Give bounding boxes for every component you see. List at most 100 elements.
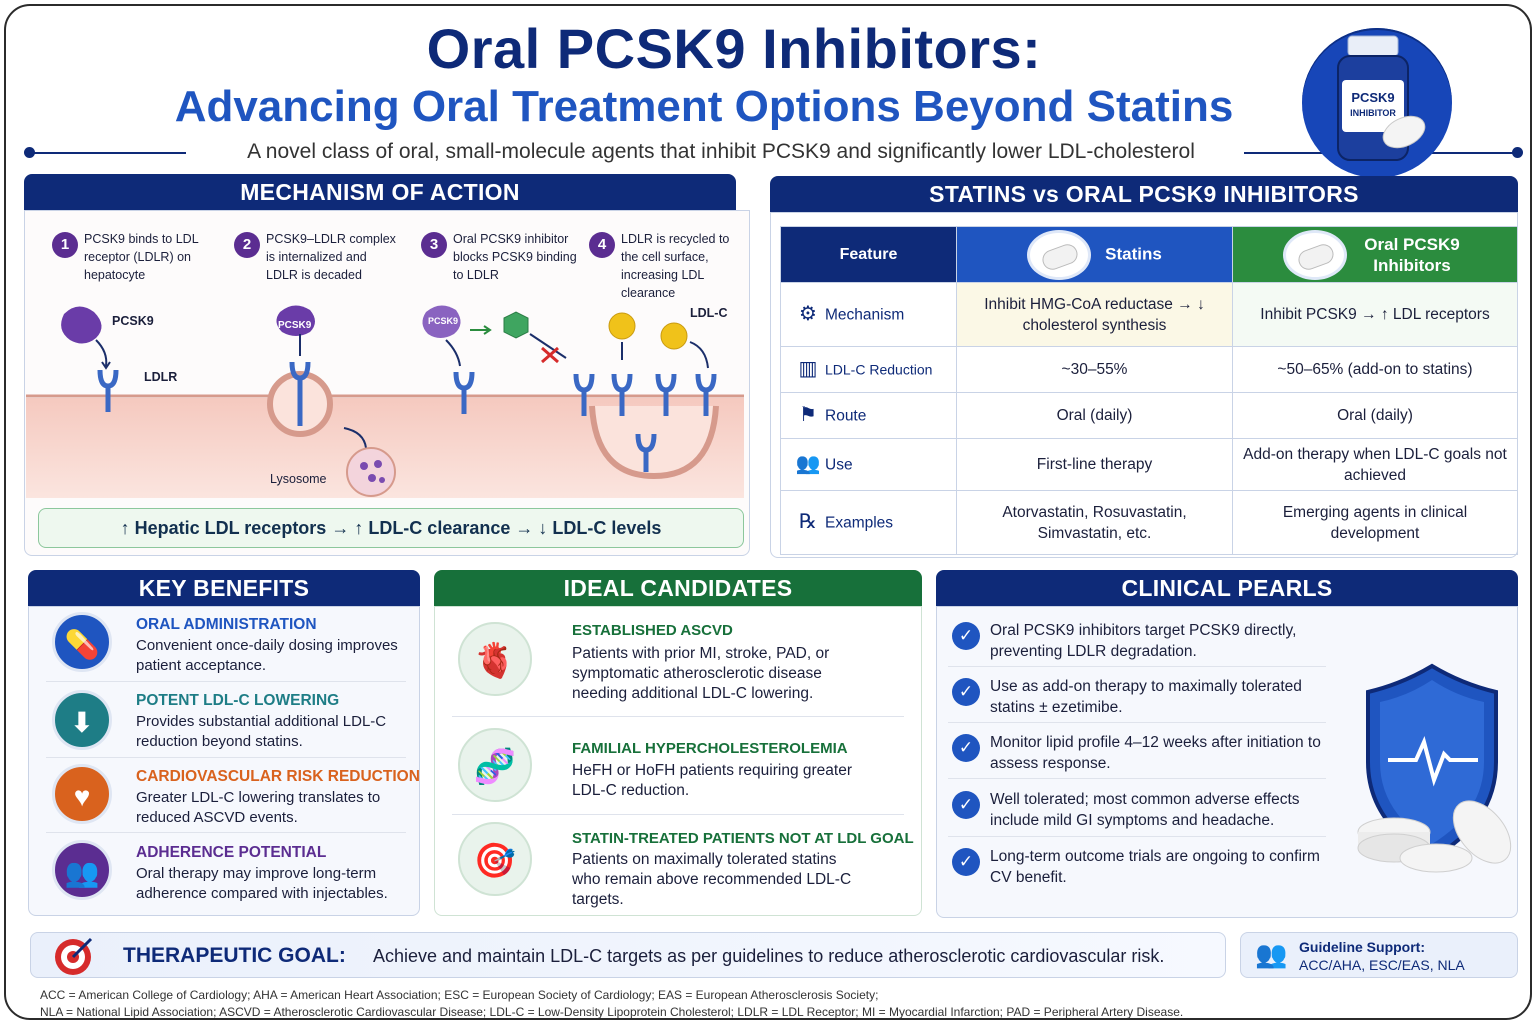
- row-pcsk9: Inhibit PCSK9 → ↑ LDL receptors: [1232, 282, 1518, 347]
- people-icon: 👥: [52, 840, 112, 900]
- benefit-text: Convenient once-daily dosing improves pa…: [136, 637, 398, 674]
- label-pcsk9-complex: PCSK9: [278, 320, 312, 331]
- benefit-title: ORAL ADMINISTRATION: [136, 616, 317, 633]
- candidate-title: ESTABLISHED ASCVD: [572, 622, 733, 639]
- benefit-text: Provides substantial additional LDL-C re…: [136, 713, 387, 750]
- comparison-heading: STATINS vs ORAL PCSK9 INHIBITORS: [770, 176, 1518, 212]
- infographic-frame: Oral PCSK9 Inhibitors: Advancing Oral Tr…: [4, 4, 1532, 1020]
- candidates-heading: IDEAL CANDIDATES: [434, 570, 922, 606]
- check-icon: ✓: [952, 848, 980, 876]
- label-pcsk9: PCSK9: [112, 314, 154, 328]
- check-icon: ✓: [952, 734, 980, 762]
- row-feature-label: Mechanism: [825, 306, 905, 324]
- row-statins: ~30–55%: [956, 346, 1233, 393]
- mechanism-heading: MECHANISM OF ACTION: [24, 174, 736, 210]
- heart-shield-icon: ♥: [52, 764, 112, 824]
- row-feature-label: Route: [825, 407, 867, 425]
- candidate-text: Patients on maximally tolerated statins …: [572, 851, 852, 908]
- row-feature-label: LDL-C Reduction: [825, 361, 933, 378]
- step-text-2: PCSK9–LDLR complex is internalized and L…: [266, 232, 396, 282]
- divider: [46, 832, 406, 833]
- candidate-title: STATIN-TREATED PATIENTS NOT AT LDL GOAL: [572, 830, 914, 847]
- pearl-item: Use as add-on therapy to maximally toler…: [990, 678, 1302, 716]
- pill-icon: 💊: [52, 612, 112, 672]
- abbreviations-line2: NLA = National Lipid Association; ASCVD …: [40, 1005, 1184, 1019]
- guideline-text: ACC/AHA, ESC/EAS, NLA: [1299, 957, 1465, 973]
- pill-icon: [1027, 229, 1092, 280]
- benefit-text: Greater LDL-C lowering translates to red…: [136, 789, 381, 826]
- pearl-item: Well tolerated; most common adverse effe…: [990, 791, 1300, 829]
- pearl-item: Oral PCSK9 inhibitors target PCSK9 direc…: [990, 622, 1297, 660]
- step-number-4: 4: [589, 232, 615, 258]
- row-feature: ▥ LDL-C Reduction: [780, 346, 957, 393]
- bar-chart-down-icon: ▥: [798, 358, 818, 381]
- row-feature: 👥Use: [780, 438, 957, 491]
- label-lysosome: Lysosome: [270, 472, 327, 486]
- dna-icon: 🧬: [458, 728, 532, 802]
- col-feature: Feature: [780, 226, 957, 283]
- logo-text-line1: PCSK9: [1351, 90, 1395, 105]
- divider: [46, 757, 406, 758]
- row-feature: ⚑Route: [780, 392, 957, 439]
- col-statins-label: Statins: [1105, 243, 1162, 263]
- people-icon: 👥: [795, 453, 821, 476]
- table-row: ▥ LDL-C Reduction ~30–55% ~50–65% (add-on…: [780, 346, 1518, 393]
- shield-pulse-icon: [1357, 663, 1512, 873]
- target-icon: 🎯: [458, 822, 532, 896]
- row-feature: ℞ Examples: [780, 490, 957, 555]
- divider-left: [30, 152, 186, 154]
- pearl-item: Long-term outcome trials are ongoing to …: [990, 848, 1320, 886]
- row-pcsk9: Oral (daily): [1232, 392, 1518, 439]
- label-ldl-c: LDL-C: [690, 306, 728, 320]
- heart-icon: 🫀: [458, 622, 532, 696]
- people-icon: 👥: [1255, 939, 1288, 969]
- col-pcsk9-label: Oral PCSK9 Inhibitors: [1364, 234, 1460, 275]
- step-number-3: 3: [421, 232, 447, 258]
- col-pcsk9: Oral PCSK9 Inhibitors: [1232, 226, 1518, 283]
- row-pcsk9: ~50–65% (add-on to statins): [1232, 346, 1518, 393]
- table-row: ⚙Mechanism Inhibit HMG-CoA reductase → ↓…: [780, 282, 1518, 347]
- benefit-text: Oral therapy may improve long-term adher…: [136, 865, 388, 902]
- divider: [46, 681, 406, 682]
- divider: [452, 814, 904, 815]
- step-number-1: 1: [52, 232, 78, 258]
- row-statins: First-line therapy: [956, 438, 1233, 491]
- step-text-1: PCSK9 binds to LDL receptor (LDLR) on he…: [84, 232, 199, 282]
- benefits-heading: KEY BENEFITS: [28, 570, 420, 606]
- row-feature-label: Examples: [825, 514, 894, 532]
- label-ldlr: LDLR: [144, 370, 178, 384]
- step-text-3: Oral PCSK9 inhibitor blocks PCSK9 bindin…: [453, 232, 577, 282]
- candidate-text: HeFH or HoFH patients requiring greater …: [572, 762, 852, 799]
- divider-dot-right: [1512, 147, 1523, 158]
- bottle-icon: [1337, 35, 1426, 161]
- gear-icon: ⚙: [799, 303, 817, 326]
- mechanism-outcome: ↑ Hepatic LDL receptors → ↑ LDL-C cleara…: [38, 508, 744, 548]
- check-icon: ✓: [952, 678, 980, 706]
- pearl-item: Monitor lipid profile 4–12 weeks after i…: [990, 734, 1321, 772]
- row-feature-label: Use: [825, 456, 853, 474]
- guideline-support: 👥 Guideline Support: ACC/AHA, ESC/EAS, N…: [1240, 932, 1518, 978]
- target-icon: [55, 937, 93, 975]
- table-header-row: Feature Statins Oral PCSK9 Inhibitors: [780, 226, 1518, 283]
- row-pcsk9: Emerging agents in clinical development: [1232, 490, 1518, 555]
- divider: [948, 722, 1326, 723]
- rx-icon: ℞: [799, 511, 817, 534]
- step-text-4: LDLR is recycled to the cell surface, in…: [621, 232, 730, 300]
- goal-label: THERAPEUTIC GOAL:: [123, 944, 346, 967]
- candidate-title: FAMILIAL HYPERCHOLESTEROLEMIA: [572, 740, 848, 757]
- row-feature: ⚙ Mechanism: [780, 282, 957, 347]
- mechanism-diagram: [26, 305, 744, 497]
- benefit-title: ADHERENCE POTENTIAL: [136, 844, 327, 861]
- check-icon: ✓: [952, 622, 980, 650]
- candidate-text: Patients with prior MI, stroke, PAD, or …: [572, 645, 830, 702]
- check-icon: ✓: [952, 791, 980, 819]
- step-number-2: 2: [234, 232, 260, 258]
- table-row: 👥Use First-line therapy Add-on therapy w…: [780, 438, 1518, 491]
- row-statins: Atorvastatin, Rosuvastatin, Simvastatin,…: [956, 490, 1233, 555]
- comparison-table: Feature Statins Oral PCSK9 Inhibitors ⚙ M…: [780, 226, 1518, 555]
- row-statins: Oral (daily): [956, 392, 1233, 439]
- table-row: ⚑Route Oral (daily) Oral (daily): [780, 392, 1518, 439]
- tagline: A novel class of oral, small-molecule ag…: [247, 140, 1195, 163]
- pearls-heading: CLINICAL PEARLS: [936, 570, 1518, 606]
- pcsk9-bottle-logo: PCSK9 INHIBITOR: [1302, 28, 1452, 178]
